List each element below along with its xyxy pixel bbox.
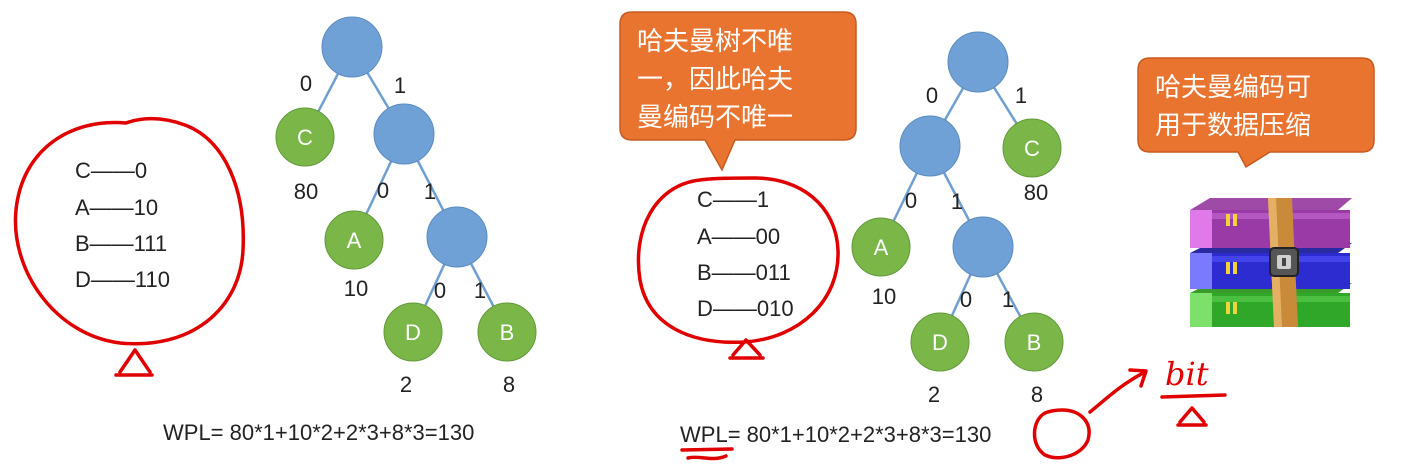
edge-label: 1 [394,73,406,98]
ink-unit-fraction [1160,393,1227,427]
code-entry: B——111 [75,231,167,256]
wpl-expression: = 80*1+10*2+2*3+8*3= [728,422,955,447]
weight-label: 80 [1024,180,1048,205]
weight-label: 8 [1031,382,1043,407]
ink-underline-wpl [680,447,734,461]
callout-line: 哈夫曼树不唯 [637,26,793,56]
edge-label: 1 [1002,287,1014,312]
internal-node [899,115,961,177]
edge-label: 1 [951,189,963,214]
callout-data-compression: 哈夫曼编码可 用于数据压缩 [1137,57,1375,169]
code-entry: A——00 [697,224,780,249]
ink-arrow [1088,368,1148,414]
code-entry: B——011 [697,260,791,285]
leaf-node-a [851,217,911,277]
callout-huffman-not-unique: 哈夫曼树不唯 一，因此哈夫 曼编码不唯一 [619,11,857,172]
internal-node [947,31,1009,93]
leaf-label: A [874,235,889,260]
weight-label: 2 [400,372,412,397]
leaf-node-b [477,302,537,362]
callout-shape [1137,57,1375,169]
edge-label: 1 [424,179,436,204]
callout-line: 哈夫曼编码可 [1155,72,1311,102]
weight-label: 2 [928,382,940,407]
handwritten-unit: bit [1165,355,1209,393]
internal-node [952,216,1014,278]
weight-label: 80 [294,179,318,204]
code-entry: C——0 [75,158,147,183]
wpl-formula-right: WPL= 80*1+10*2+2*3+8*3=130 [680,422,991,447]
leaf-node-d [910,312,970,372]
ink-circle-result [1032,408,1091,460]
ink-mark-left [114,348,154,377]
leaf-node-c [1002,118,1062,178]
callout-shape [619,11,857,172]
internal-node [426,206,488,268]
leaf-label: B [1027,330,1042,355]
edge-label: 1 [1015,83,1027,108]
left-code-table: C——0 A——10 B——111 D——110 [75,158,170,292]
leaf-label: A [347,228,362,253]
leaf-label: D [405,320,421,345]
weight-label: 8 [503,372,515,397]
wpl-label: WPL [680,422,728,447]
edge-label: 0 [377,178,389,203]
internal-node [373,103,435,165]
edge-label: 0 [926,83,938,108]
callout-line: 一，因此哈夫 [637,64,793,94]
code-entry: C——1 [697,187,769,212]
edge-label: 0 [960,287,972,312]
leaf-label: C [1024,136,1040,161]
right-huffman-tree: C A D B 0 1 0 1 0 1 80 10 2 8 [851,31,1064,407]
leaf-node-c [275,107,335,167]
code-entry: D——010 [697,296,794,321]
leaf-label: B [500,320,515,345]
internal-node [321,16,383,78]
edge-label: 0 [434,278,446,303]
code-entry: A——10 [75,195,158,220]
leaf-label: C [297,125,313,150]
leaf-node-a [324,210,384,270]
edge-label: 1 [474,278,486,303]
ink-mark-right [728,338,765,360]
wpl-result: 130 [955,422,992,447]
left-huffman-tree: C A D B 0 1 0 1 0 1 80 10 2 8 [275,16,537,397]
right-code-table: C——1 A——00 B——011 D——010 [697,187,794,321]
winrar-archive-icon [1190,198,1352,327]
wpl-formula-left: WPL= 80*1+10*2+2*3+8*3=130 [163,420,474,445]
weight-label: 10 [872,284,896,309]
callout-line: 曼编码不唯一 [637,102,793,132]
ink-circle-right [636,176,840,345]
code-entry: D——110 [75,267,170,292]
leaf-label: D [932,330,948,355]
leaf-node-d [383,302,443,362]
ink-circle-left [13,117,246,346]
edge-label: 0 [905,188,917,213]
weight-label: 10 [344,276,368,301]
edge-label: 0 [300,71,312,96]
callout-line: 用于数据压缩 [1155,110,1311,140]
leaf-node-b [1004,312,1064,372]
